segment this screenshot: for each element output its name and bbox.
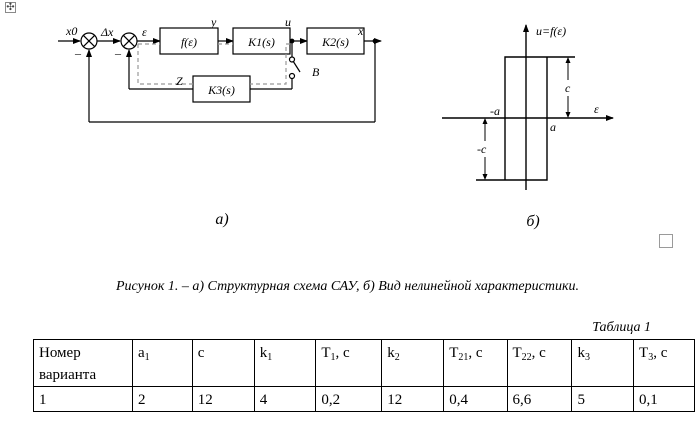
a-label: a bbox=[550, 120, 556, 134]
minus-sign-2: – bbox=[114, 46, 122, 60]
table-cell: 5 bbox=[571, 386, 635, 412]
table-cell: 12 bbox=[381, 386, 445, 412]
table-cell: 4 bbox=[253, 386, 317, 412]
neg-c-label: -c bbox=[477, 142, 487, 156]
image-resize-handle[interactable] bbox=[659, 234, 673, 248]
block-diagram: x0 Δx ε y u x Z B – – f(ε) K1(s) K2(s) K… bbox=[58, 15, 382, 228]
table-title: Таблица 1 bbox=[592, 320, 651, 335]
figure-b-label: б) bbox=[526, 213, 539, 230]
block-k3-label: K3(s) bbox=[207, 83, 235, 97]
c-label: c bbox=[565, 81, 571, 95]
switch-contact-top bbox=[288, 56, 296, 63]
summing-junction-1 bbox=[80, 32, 98, 50]
label-x: x bbox=[357, 24, 364, 38]
neg-a-label: -a bbox=[490, 104, 500, 118]
header-cell: c bbox=[191, 339, 255, 387]
figure-a-label: а) bbox=[215, 211, 228, 228]
switch-contact-bottom bbox=[288, 72, 296, 80]
table-cell: 12 bbox=[191, 386, 255, 412]
label-u: u bbox=[285, 15, 291, 29]
table-cell: 0,1 bbox=[633, 386, 695, 412]
header-cell: T22, с bbox=[506, 339, 573, 387]
header-cell: k1 bbox=[253, 339, 317, 387]
header-cell: k2 bbox=[381, 339, 445, 387]
label-dx: Δx bbox=[100, 25, 114, 39]
figure-caption: Рисунок 1. – а) Структурная схема САУ, б… bbox=[116, 279, 579, 294]
table-cell: 0,2 bbox=[315, 386, 383, 412]
table-cell: 1 bbox=[33, 386, 133, 412]
header-cell: T1, с bbox=[315, 339, 383, 387]
table-move-handle[interactable]: ✣ bbox=[5, 2, 16, 13]
header-cell: a1 bbox=[131, 339, 193, 387]
nonlinear-characteristic: u=f(ε) ε -a a c -c б) bbox=[442, 24, 614, 230]
block-k2-label: K2(s) bbox=[321, 35, 349, 49]
label-eps: ε bbox=[142, 25, 147, 39]
header-cell: T21, с bbox=[443, 339, 508, 387]
minus-sign-1: – bbox=[74, 46, 82, 60]
eps-axis-label: ε bbox=[594, 102, 599, 116]
label-switch-b: B bbox=[312, 65, 320, 79]
table-cell: 2 bbox=[131, 386, 193, 412]
block-k1 bbox=[232, 27, 291, 55]
label-z: Z bbox=[176, 74, 183, 88]
hysteresis-upper bbox=[504, 56, 575, 180]
label-y: y bbox=[210, 15, 217, 29]
u-axis-label: u=f(ε) bbox=[536, 24, 566, 38]
header-cell: T3, с bbox=[633, 339, 695, 387]
block-f-label: f(ε) bbox=[181, 35, 197, 49]
summing-junction-2 bbox=[120, 32, 138, 50]
block-k1-label: K1(s) bbox=[247, 35, 275, 49]
table-cell: 0,4 bbox=[443, 386, 508, 412]
dashed-path-right bbox=[250, 43, 290, 85]
switch-B bbox=[292, 60, 301, 73]
block-k3 bbox=[192, 75, 251, 103]
label-x0: x0 bbox=[65, 24, 77, 38]
table-cell: 6,6 bbox=[506, 386, 573, 412]
header-cell: k3 bbox=[571, 339, 635, 387]
hysteresis-lower bbox=[476, 57, 548, 181]
